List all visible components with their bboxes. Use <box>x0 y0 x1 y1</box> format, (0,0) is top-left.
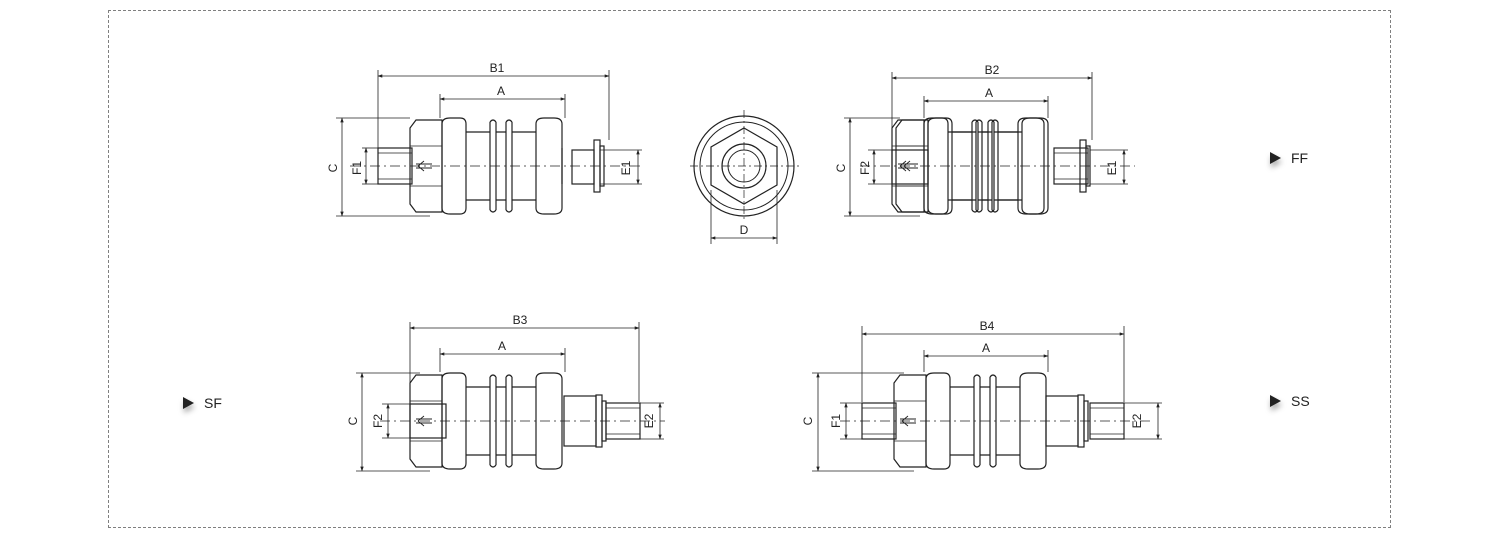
dim-e1-label-2: E1 <box>1105 160 1119 175</box>
connector-type-ff[interactable]: FF <box>1270 150 1308 166</box>
dim-d-label: D <box>740 223 749 237</box>
connector-type-ss-label: SS <box>1291 393 1310 409</box>
view-ff-left: B1 A C F1 E1 <box>326 61 642 217</box>
dim-c-label-3: C <box>346 416 360 425</box>
dim-f1-label-2: F1 <box>829 414 843 428</box>
dim-e1-label: E1 <box>619 160 633 175</box>
connector-type-ss[interactable]: SS <box>1270 393 1310 409</box>
view-ss: B4 A C F1 E2 <box>801 319 1162 472</box>
dim-a-label: A <box>497 84 505 98</box>
dim-a-label-2: A <box>985 86 993 100</box>
dim-a-label-4: A <box>982 341 990 355</box>
connector-type-ff-label: FF <box>1291 150 1309 166</box>
drawing-frame <box>108 10 1391 528</box>
dim-e2-label-2: E2 <box>1130 413 1144 428</box>
connector-type-sf-label: SF <box>204 395 222 411</box>
dim-e2-label: E2 <box>642 413 656 428</box>
view-sf: B3 A C F2 E2 <box>346 313 665 472</box>
dim-b2-label: B2 <box>985 63 1000 77</box>
end-view: D <box>690 110 800 244</box>
dim-c-label: C <box>326 163 340 172</box>
dim-a-label-3: A <box>498 339 506 353</box>
dim-f2-label: F2 <box>858 161 872 175</box>
play-arrow-icon <box>1270 395 1281 407</box>
dim-c-label-4: C <box>801 416 815 425</box>
dim-b3-label: B3 <box>513 313 528 327</box>
dim-b4-label: B4 <box>980 319 995 333</box>
play-arrow-icon <box>1270 152 1281 164</box>
connector-type-sf[interactable]: SF <box>183 395 222 411</box>
dim-f2-label-2: F2 <box>371 414 385 428</box>
dim-c-label-2: C <box>834 163 848 172</box>
dim-b1-label: B1 <box>490 61 505 75</box>
view-ff-right: B2 A C F2 E1 <box>834 63 1135 217</box>
dim-f1-label: F1 <box>350 161 364 175</box>
play-arrow-icon <box>183 397 194 409</box>
